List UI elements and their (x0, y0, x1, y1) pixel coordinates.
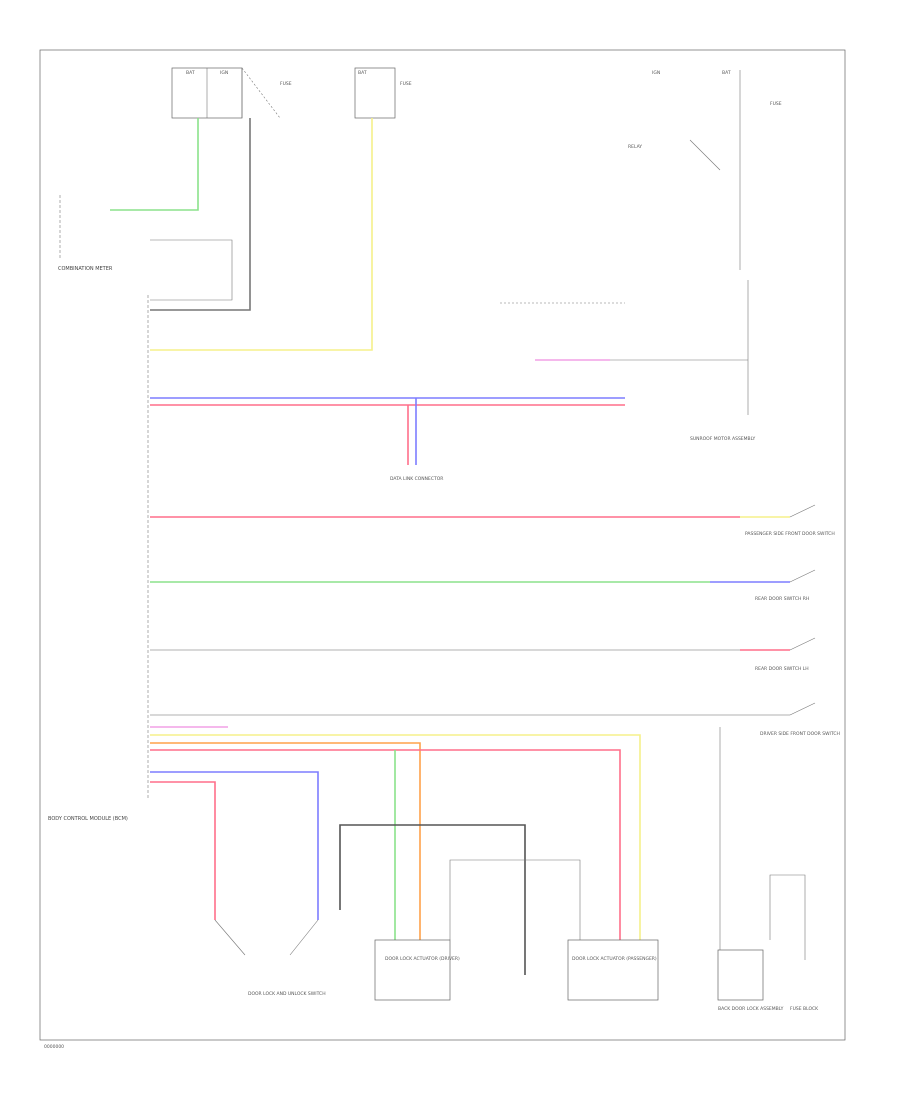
door-lock-unlock-switch: DOOR LOCK AND UNLOCK SWITCH (214, 919, 326, 997)
bcm-label: BODY CONTROL MODULE (BCM) (48, 816, 128, 822)
sunroof-motor-label: SUNROOF MOTOR ASSEMBLY (690, 436, 756, 442)
svg-text:BAT: BAT (358, 70, 367, 76)
svg-text:IGN: IGN (652, 70, 660, 76)
bottom-right-fuse: FUSE BLOCK (769, 874, 819, 1012)
combination-meter: COMBINATION METER (58, 195, 113, 272)
fuse-block-label: FUSE BLOCK (790, 1006, 819, 1012)
svg-text:BAT: BAT (722, 70, 731, 76)
bcm: BODY CONTROL MODULE (BCM) (48, 295, 149, 822)
driver-door-lock-actuator-label: DOOR LOCK ACTUATOR (DRIVER) (385, 956, 460, 962)
page-reference: 0000000 (44, 1044, 64, 1050)
rear-door-switch-lh-label: REAR DOOR SWITCH LH (755, 666, 809, 672)
data-link-connector-label: DATA LINK CONNECTOR (390, 476, 443, 482)
svg-text:FUSE: FUSE (770, 101, 782, 107)
fuse-block-middle: BAT FUSE (354, 67, 412, 119)
svg-text:BAT: BAT (186, 70, 195, 76)
fuse-block-left: BAT IGN FUSE (171, 67, 292, 119)
rear-door-switch-rh-label: REAR DOOR SWITCH RH (755, 596, 809, 602)
svg-text:IGN: IGN (220, 70, 228, 76)
combination-meter-label: COMBINATION METER (58, 266, 113, 272)
driver-door-lock-actuator: DOOR LOCK ACTUATOR (DRIVER) (374, 939, 460, 1001)
door-switch-symbols (789, 504, 816, 716)
driver-door-switch-label: DRIVER SIDE FRONT DOOR SWITCH (760, 731, 840, 737)
svg-text:FUSE: FUSE (400, 81, 412, 87)
fuse-block-right: IGN BAT FUSE RELAY (628, 70, 782, 270)
passenger-door-lock-actuator: DOOR LOCK ACTUATOR (PASSENGER) (567, 939, 659, 1001)
door-lock-unlock-switch-label: DOOR LOCK AND UNLOCK SWITCH (248, 991, 326, 997)
back-door-lock: BACK DOOR LOCK ASSEMBLY (717, 949, 784, 1012)
sunroof-motor: SUNROOF MOTOR ASSEMBLY (500, 280, 756, 442)
diagram-frame (39, 49, 846, 1041)
passenger-door-lock-actuator-label: DOOR LOCK ACTUATOR (PASSENGER) (572, 956, 657, 962)
passenger-door-switch-label: PASSENGER SIDE FRONT DOOR SWITCH (745, 531, 835, 537)
svg-text:RELAY: RELAY (628, 144, 642, 150)
svg-text:FUSE: FUSE (280, 81, 292, 87)
back-door-lock-label: BACK DOOR LOCK ASSEMBLY (718, 1006, 784, 1012)
